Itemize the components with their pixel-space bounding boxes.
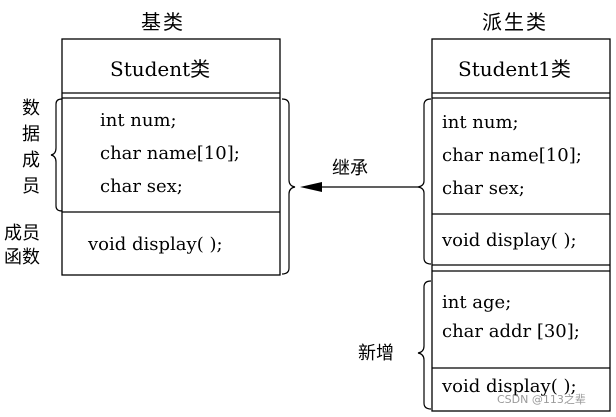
base-member-sex: char sex; <box>100 176 183 197</box>
brace-derived-added <box>417 280 432 410</box>
brace-derived-inherited <box>417 98 432 265</box>
label-char-4: 员 <box>22 176 40 197</box>
label-char-1: 数 <box>22 98 40 119</box>
derived-added-function: void display( ); <box>442 376 577 397</box>
base-member-num: int num; <box>100 110 177 131</box>
base-data-members: int num; char name[10]; char sex; <box>100 104 240 203</box>
base-class-box <box>61 38 281 276</box>
derived-added-members: int age; char addr [30]; <box>442 288 580 346</box>
derived-member-age: int age; <box>442 292 512 313</box>
label-added: 新增 <box>358 343 394 364</box>
base-class-name: Student类 <box>110 57 211 81</box>
derived-heading: 派生类 <box>482 10 548 34</box>
derived-member-sex: char sex; <box>442 178 525 199</box>
label-data-members: 数 据 成 员 <box>20 96 42 200</box>
derived-member-addr: char addr [30]; <box>442 321 580 342</box>
label-line-2: 函数 <box>4 247 40 268</box>
base-heading: 基类 <box>141 10 185 34</box>
inheritance-arrow-head <box>300 182 322 192</box>
base-member-function: void display( ); <box>88 234 223 255</box>
derived-data-members: int num; char name[10]; char sex; <box>442 106 582 205</box>
brace-base-right <box>281 98 296 275</box>
label-member-functions: 成员 函数 <box>4 222 40 270</box>
inheritance-label: 继承 <box>332 158 368 179</box>
derived-class-box <box>431 38 611 412</box>
derived-member-function: void display( ); <box>442 230 577 251</box>
brace-data-members <box>50 98 63 212</box>
label-char-3: 成 <box>22 150 40 171</box>
label-char-2: 据 <box>22 124 40 145</box>
label-line-1: 成员 <box>4 223 40 244</box>
derived-member-num: int num; <box>442 112 519 133</box>
derived-member-name: char name[10]; <box>442 145 582 166</box>
base-member-name: char name[10]; <box>100 143 240 164</box>
watermark: CSDN @113之辈 <box>497 393 586 406</box>
derived-class-name: Student1类 <box>458 57 571 81</box>
